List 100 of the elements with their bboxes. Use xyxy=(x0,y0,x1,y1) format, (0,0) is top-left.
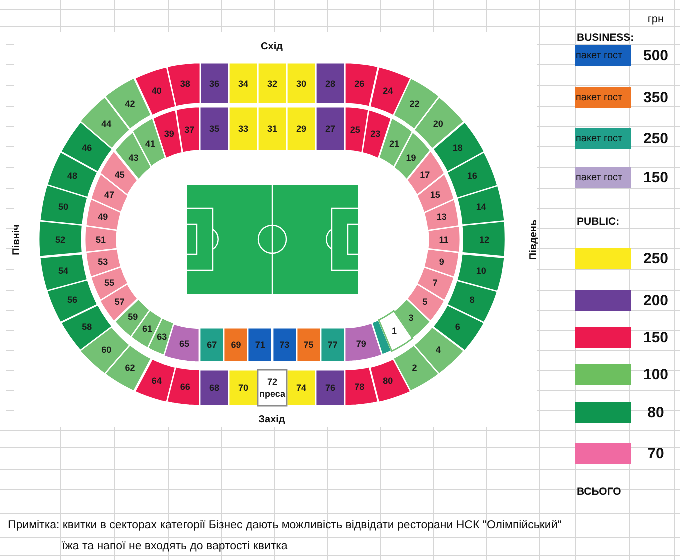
sector-number: 70 xyxy=(238,383,248,393)
sector-number: 8 xyxy=(470,295,475,306)
sector-number: 25 xyxy=(350,124,360,135)
sector-number: 13 xyxy=(436,212,447,222)
price-label: 350 xyxy=(643,88,669,106)
sector-number: 16 xyxy=(467,171,478,182)
sector-number: 74 xyxy=(296,383,306,393)
sector-number: 17 xyxy=(420,170,430,180)
compass-label: Схід xyxy=(261,41,283,53)
sector-number: 12 xyxy=(479,234,490,245)
sector-number: 77 xyxy=(328,340,338,350)
sector-number: 53 xyxy=(98,256,108,267)
sector-number: 28 xyxy=(326,78,336,88)
sector-number: 54 xyxy=(58,266,69,276)
sector-number: 73 xyxy=(280,340,290,350)
sector-number: 80 xyxy=(383,376,394,386)
price-label: 80 xyxy=(648,404,664,422)
sector-number: 33 xyxy=(238,124,248,134)
sector-number: 49 xyxy=(98,212,108,222)
sector-number: 19 xyxy=(406,152,416,162)
column-header: грн xyxy=(648,14,664,26)
sector-number: 29 xyxy=(296,124,306,134)
sector-number: 46 xyxy=(82,143,92,153)
sector-number: 59 xyxy=(128,312,138,322)
sector-number: 79 xyxy=(356,338,366,349)
sector-number: 76 xyxy=(326,383,336,393)
sector-number: 20 xyxy=(433,118,444,129)
price-label: 250 xyxy=(643,130,669,148)
sector-number: 45 xyxy=(114,170,125,180)
sector-number: 21 xyxy=(389,138,400,149)
sector-number: 72 xyxy=(268,377,278,387)
sector-number: 50 xyxy=(58,202,69,212)
sector-number: 55 xyxy=(104,278,115,288)
sector-number: 65 xyxy=(180,338,190,349)
sector-number: 41 xyxy=(145,138,156,149)
sector-number: 58 xyxy=(82,322,92,332)
sector-number: 35 xyxy=(210,124,220,134)
sector-number: 44 xyxy=(102,118,112,129)
sector-number: 34 xyxy=(238,78,248,88)
price-label: 100 xyxy=(643,366,669,384)
sector-number: 43 xyxy=(128,152,139,162)
sector-number: 4 xyxy=(436,344,441,355)
sector-number: 5 xyxy=(422,296,428,307)
price-label: 250 xyxy=(643,250,669,268)
sector-number: 31 xyxy=(268,124,278,134)
price-label: 150 xyxy=(643,168,669,186)
category-heading: PUBLIC: xyxy=(577,216,620,228)
sector-number: 71 xyxy=(255,340,266,350)
sector-number: 75 xyxy=(304,340,314,350)
note-text: Примітка: квитки в секторах категорії Бізнес дають можливість відвідати ресторани НСК "Олімпійський" xyxy=(8,519,562,533)
sector-number: 27 xyxy=(326,124,336,134)
sector-label: преса xyxy=(260,389,286,399)
sector-number: 32 xyxy=(268,78,278,88)
sector-number: 78 xyxy=(354,382,365,392)
sector-number: 11 xyxy=(439,234,449,245)
price-label: 500 xyxy=(643,46,669,64)
sector-number: 47 xyxy=(104,190,115,200)
sector-number: 23 xyxy=(370,129,381,140)
sector-number: 30 xyxy=(296,78,306,88)
sector-number: 22 xyxy=(410,99,420,110)
sector-number: 6 xyxy=(455,322,460,332)
note-text: їжа та напої не входять до вартості квитка xyxy=(62,540,288,554)
sector-number: 2 xyxy=(412,363,418,374)
sector-number: 18 xyxy=(452,143,463,153)
sector-number: 40 xyxy=(152,86,162,96)
sector-number: 57 xyxy=(114,296,125,307)
category-heading: BUSINESS: xyxy=(577,32,634,44)
sector-number: 3 xyxy=(408,313,414,324)
total-label: ВСЬОГО xyxy=(577,486,622,498)
sector-number: 64 xyxy=(152,376,162,386)
sector-number: 39 xyxy=(164,129,174,140)
sector-number: 62 xyxy=(125,363,136,374)
sector-number: 52 xyxy=(56,234,66,245)
compass-label: Південь xyxy=(528,220,540,260)
sector-number: 42 xyxy=(125,99,136,110)
sector-number: 66 xyxy=(180,382,190,392)
compass-label: Північ xyxy=(11,224,23,256)
price-label: 70 xyxy=(648,444,664,462)
sector-number: 61 xyxy=(142,324,153,334)
sector-number: 68 xyxy=(210,383,220,393)
compass-label: Захід xyxy=(258,414,286,426)
package-label: пакет гост xyxy=(576,132,623,144)
sector-number: 9 xyxy=(439,256,444,267)
sector-number: 7 xyxy=(432,278,438,288)
package-label: пакет гост xyxy=(576,92,623,104)
package-label: пакет гост xyxy=(576,172,623,184)
price-label: 150 xyxy=(643,328,669,346)
sector-number: 37 xyxy=(184,124,195,135)
sector-number: 48 xyxy=(68,171,78,182)
sector-number: 1 xyxy=(392,326,397,336)
sector-number: 60 xyxy=(102,344,112,355)
sector-number: 24 xyxy=(383,86,394,96)
sector-number: 51 xyxy=(96,234,106,245)
sector-number: 14 xyxy=(476,202,486,212)
price-label: 200 xyxy=(643,292,669,310)
sector-number: 26 xyxy=(354,79,365,90)
sector-number: 38 xyxy=(180,79,190,90)
sector-number: 69 xyxy=(231,340,242,350)
sector-number: 56 xyxy=(68,295,78,306)
sector-number: 36 xyxy=(210,78,220,88)
